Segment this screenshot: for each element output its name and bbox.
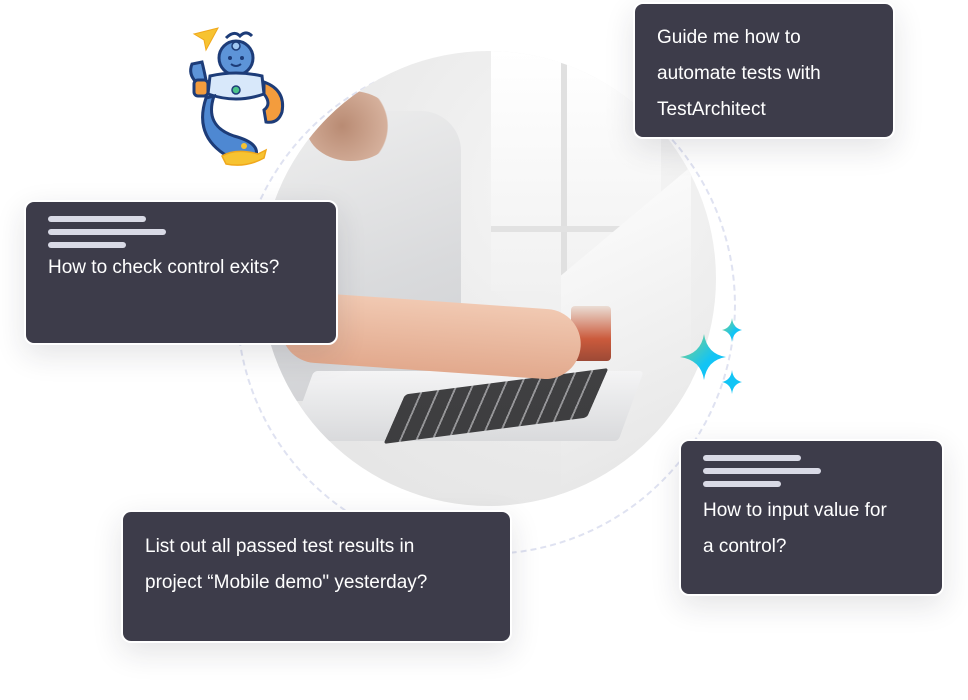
photo-window-frame [491,226,691,232]
placeholder-line [703,468,821,474]
sparkles-icon [680,318,742,394]
hero-photo-laptop-typing [261,51,716,506]
prompt-card-check-control[interactable]: How to check control exits? [24,200,338,345]
genie-robot-mascot-icon [189,27,285,166]
placeholder-line [48,229,166,235]
placeholder-line [48,242,126,248]
prompt-text: List out all passed test results in proj… [145,536,428,593]
prompt-card-passed-results[interactable]: List out all passed test results in proj… [121,510,512,643]
placeholder-lines [48,216,336,248]
placeholder-lines [703,455,942,487]
prompt-card-automate-tests[interactable]: Guide me how to automate tests with Test… [633,2,895,139]
prompt-card-input-value[interactable]: How to input value for a control? [679,439,944,596]
prompt-text: How to input value for a control? [703,500,887,557]
placeholder-line [703,455,801,461]
photo-person-hair [306,91,396,161]
placeholder-line [48,216,146,222]
prompt-text: How to check control exits? [48,257,280,278]
prompt-text: Guide me how to automate tests with Test… [657,27,821,120]
placeholder-line [703,481,781,487]
photo-window-frame [561,51,567,311]
